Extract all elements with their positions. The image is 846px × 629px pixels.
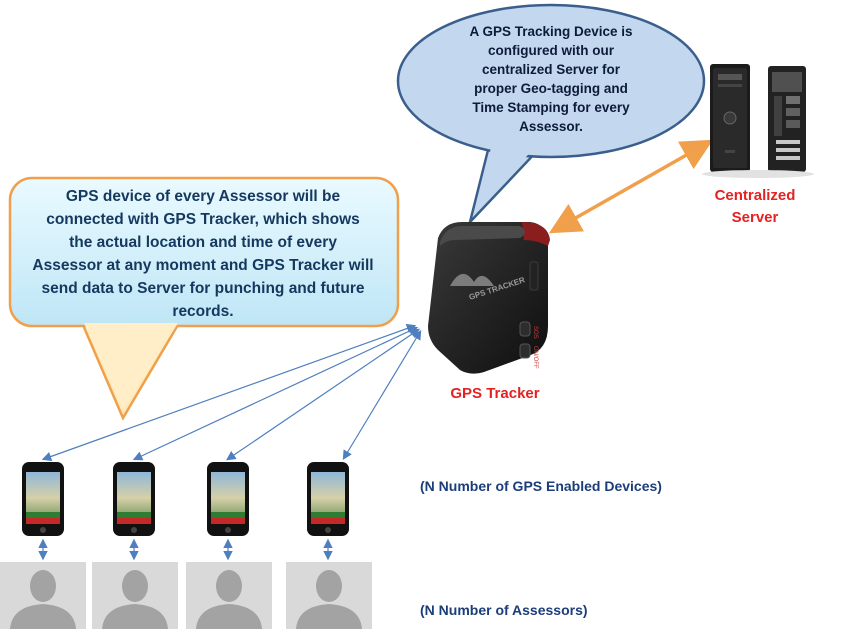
tracker-onoff-text: ON/OFF [532,346,538,369]
server-bubble-line: A GPS Tracking Device is [469,24,633,39]
phone-icon-4 [307,462,349,536]
gps-tracker-icon: GPS TRACKER SOS ON/OFF [428,222,550,374]
assessors-caption: (N Number of Assessors) [420,602,588,618]
phone-icon-1 [22,462,64,536]
assessor-avatar-4 [286,562,372,629]
server-bubble-line: centralized Server for [481,62,621,77]
assessor-avatar-2 [92,562,178,629]
devices-caption: (N Number of GPS Enabled Devices) [420,478,662,494]
device-arrow-2 [132,326,419,461]
assessor-bubble-line: the actual location and time of every [69,234,337,251]
tracker-label: GPS Tracker [450,385,540,402]
server-bubble-line: configured with our [488,43,614,58]
assessor-avatar-1 [0,562,86,629]
device-connection-arrows [41,323,422,462]
server-icon [702,64,814,178]
assessor-bubble-line: send data to Server for punching and fut… [41,280,365,297]
device-arrow-4 [342,329,422,461]
server-bubble-line: Time Stamping for every [472,100,630,115]
assessor-bubble-line: Assessor at any moment and GPS Tracker w… [32,257,374,274]
assessor-bubble-line: connected with GPS Tracker, which shows [46,211,360,228]
phone-icon-2 [113,462,155,536]
server-label: Centralized Server [700,185,810,229]
assessor-avatar-3 [186,562,272,629]
assessor-bubble-line: GPS device of every Assessor will be [65,188,341,205]
assessor-connection-arrows [38,538,333,561]
phone-icon-3 [207,462,249,536]
server-connection-arrow [548,139,714,234]
tracker-sos-text: SOS [532,326,538,339]
assessor-bubble-line: records. [172,303,234,320]
device-arrow-3 [226,328,420,461]
server-bubble-line: Assessor. [519,119,583,134]
server-label-line: Server [731,209,779,226]
assessor-bubble-text: GPS device of every Assessor will be con… [16,185,390,323]
server-bubble-line: proper Geo-tagging and [474,81,628,96]
server-bubble-text: A GPS Tracking Device is configured with… [448,22,654,136]
server-label-line: Centralized [714,187,796,204]
